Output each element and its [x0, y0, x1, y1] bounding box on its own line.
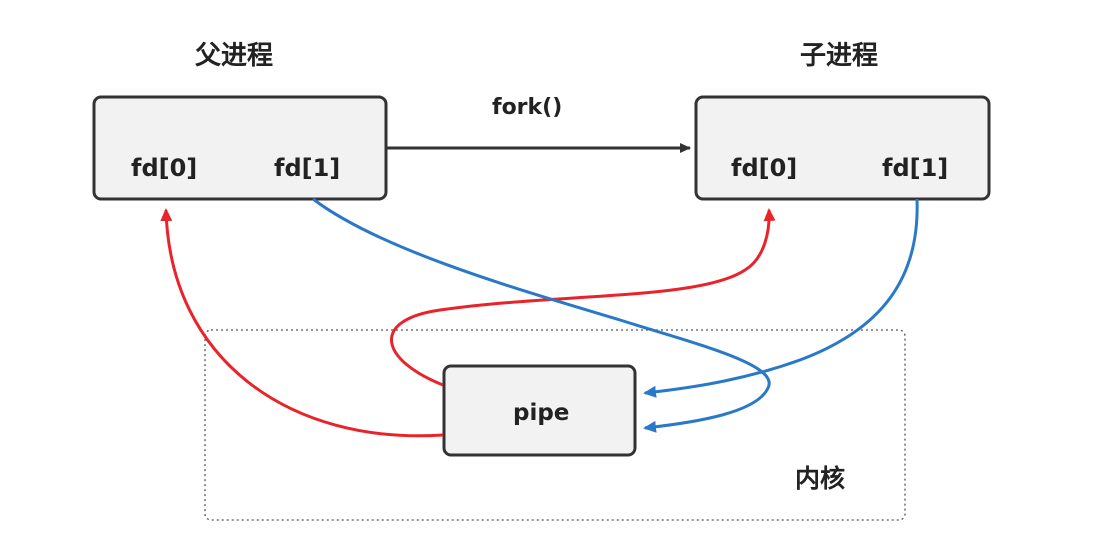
pipe-to-parent-fd0-arrow [160, 208, 444, 438]
child-fd1-to-pipe-arrow [643, 198, 919, 398]
parent-process-title: 父进程 [195, 41, 273, 71]
kernel-region [204, 329, 906, 521]
child-process-box [694, 95, 991, 201]
pipe-to-child-fd0-arrow [390, 208, 776, 387]
pipe-box [442, 364, 637, 457]
parent-fd1-to-pipe-arrow [312, 197, 771, 433]
fork-label: fork() [492, 95, 562, 120]
child-fd0-label: fd[0] [731, 154, 797, 182]
child-fd1-label: fd[1] [882, 154, 948, 182]
kernel-label: 内核 [795, 464, 845, 493]
parent-fd0-label: fd[0] [131, 154, 197, 182]
parent-process-box [92, 95, 388, 201]
child-process-title: 子进程 [800, 41, 878, 71]
pipe-label: pipe [513, 400, 569, 426]
parent-fd1-label: fd[1] [274, 154, 340, 182]
